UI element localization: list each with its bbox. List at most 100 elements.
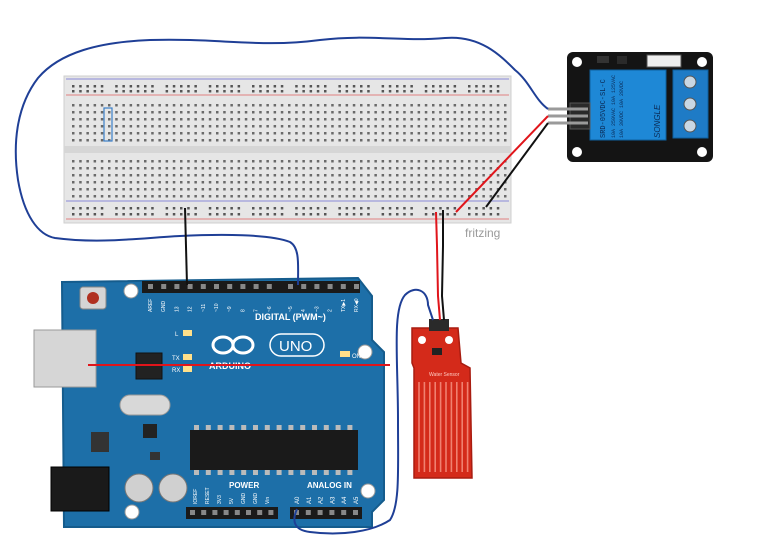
breadboard-hole (352, 111, 356, 114)
rail-hole (424, 213, 428, 216)
digital-pin-hole (174, 284, 180, 289)
breadboard-hole (115, 160, 118, 163)
breadboard-hole (316, 118, 320, 121)
rail-hole (410, 90, 413, 93)
rail-hole (266, 85, 269, 88)
rail-hole (324, 213, 327, 216)
breadboard-hole (489, 139, 493, 142)
relay-mount-hole (697, 57, 707, 67)
breadboard-hole (324, 111, 327, 114)
rail-hole (180, 90, 183, 93)
analog-pin-label: A2 (319, 496, 325, 504)
rail-hole (338, 213, 341, 216)
breadboard-hole (331, 167, 334, 170)
breadboard-hole (345, 195, 349, 198)
breadboard-hole (79, 160, 82, 163)
rail-hole (424, 90, 428, 93)
breadboard-hole (453, 181, 457, 184)
led-rx-label: RX (172, 368, 180, 374)
breadboard-hole (360, 104, 363, 107)
breadboard-hole (129, 174, 133, 177)
breadboard-hole (115, 195, 118, 198)
small-chip (143, 424, 157, 438)
breadboard-hole (504, 167, 507, 170)
digital-pin-hole (314, 284, 320, 289)
breadboard-hole (237, 125, 241, 128)
arduino-mount-hole (360, 483, 376, 499)
breadboard-hole (504, 195, 507, 198)
breadboard-hole (280, 125, 284, 128)
chip-pin (205, 425, 211, 430)
breadboard-hole (302, 111, 305, 114)
breadboard-hole (144, 118, 147, 121)
breadboard-hole (302, 174, 305, 177)
breadboard-hole (482, 104, 485, 107)
rail-hole (216, 90, 219, 93)
power-header-label: POWER (229, 481, 259, 490)
breadboard-hole (216, 125, 219, 128)
breadboard-hole (230, 188, 233, 191)
rail-hole (194, 213, 197, 216)
wires (14, 36, 549, 535)
rail-hole (86, 213, 89, 216)
breadboard-hole (496, 104, 500, 107)
breadboard-hole (288, 139, 291, 142)
rail-hole (165, 85, 169, 88)
breadboard-hole (180, 174, 183, 177)
rail-hole (72, 213, 75, 216)
breadboard-hole (295, 125, 298, 128)
breadboard-hole (396, 181, 399, 184)
breadboard-hole (280, 160, 284, 163)
on-led-label: ON (352, 354, 361, 360)
breadboard-hole (417, 118, 421, 121)
rail-hole (468, 85, 471, 88)
rail-hole (496, 207, 500, 210)
breadboard-hole (352, 181, 356, 184)
breadboard-hole (381, 111, 385, 114)
breadboard-hole (374, 104, 377, 107)
breadboard-hole (316, 132, 320, 135)
rail-hole (432, 85, 435, 88)
breadboard-hole (331, 181, 334, 184)
relay-block (589, 69, 667, 141)
breadboard-hole (288, 188, 291, 191)
breadboard-hole (482, 125, 485, 128)
breadboard-hole (136, 195, 140, 198)
power-pin-hole (212, 510, 218, 515)
breadboard-hole (489, 188, 493, 191)
breadboard-hole (295, 104, 298, 107)
breadboard-hole (252, 195, 255, 198)
breadboard-hole (295, 139, 298, 142)
breadboard-hole (151, 167, 154, 170)
rail-hole (309, 213, 313, 216)
power-header (186, 507, 278, 519)
breadboard-hole (280, 132, 284, 135)
breadboard-hole (158, 139, 161, 142)
breadboard-hole (424, 195, 428, 198)
breadboard-hole (216, 111, 219, 114)
breadboard-hole (86, 111, 89, 114)
breadboard-hole (496, 139, 500, 142)
breadboard-hole (367, 104, 370, 107)
breadboard-hole (194, 139, 197, 142)
status-leds: L TX RX (172, 330, 192, 374)
breadboard-hole (280, 118, 284, 121)
breadboard-hole (324, 139, 327, 142)
breadboard-hole (453, 167, 457, 170)
breadboard-hole (388, 188, 392, 191)
rail-hole (482, 207, 485, 210)
analog-pin-label: A0 (295, 496, 301, 504)
breadboard-hole (79, 139, 82, 142)
breadboard-hole (223, 160, 226, 163)
digital-pin-label: ~11 (201, 304, 207, 312)
breadboard-hole (86, 104, 89, 107)
breadboard-hole (468, 160, 471, 163)
breadboard-hole (266, 160, 269, 163)
breadboard-hole (122, 125, 125, 128)
breadboard-hole (424, 139, 428, 142)
breadboard-hole (468, 188, 471, 191)
breadboard-hole (439, 132, 442, 135)
breadboard-hole (93, 118, 97, 121)
breadboard-hole (468, 195, 471, 198)
